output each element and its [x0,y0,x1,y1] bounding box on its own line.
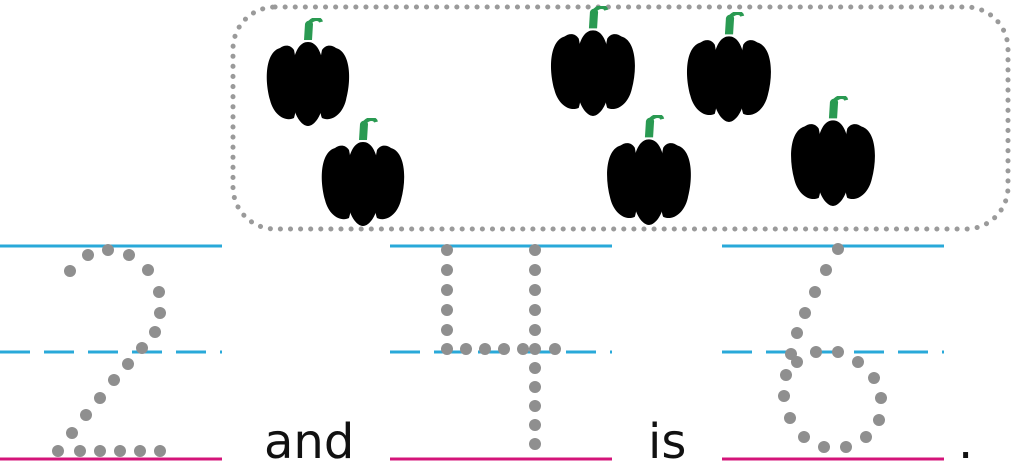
trace-dot [441,343,453,355]
trace-dot [791,327,803,339]
trace-dot [818,441,830,453]
trace-dot [832,346,844,358]
trace-dot [529,400,541,412]
trace-dot [136,342,148,354]
word-and: and [264,414,354,467]
orange-pepper-icon [607,116,691,225]
trace-dot [114,445,126,457]
trace-dot [852,356,864,368]
orange-pepper-icon [687,13,771,122]
trace-dot [784,412,796,424]
trace-dot [94,392,106,404]
trace-dot [529,343,541,355]
trace-dot [529,362,541,374]
trace-dot [549,343,561,355]
trace-dot [799,307,811,319]
trace-dot [142,264,154,276]
trace-dot [123,249,135,261]
trace-dot [80,409,92,421]
trace-dot [108,374,120,386]
trace-dot [778,390,790,402]
trace-dot [529,264,541,276]
orange-pepper-icon [551,7,635,116]
trace-dot [810,346,822,358]
trace-dot [868,372,880,384]
group-outline [230,4,1011,232]
trace-dot [66,427,78,439]
writing-blank-1 [0,244,222,461]
trace-dot [441,284,453,296]
trace-dot [820,264,832,276]
trace-dot [82,249,94,261]
trace-digit-4[interactable] [441,244,561,450]
trace-dot [154,445,166,457]
green-pepper-icon [264,18,352,128]
trace-dot [122,358,134,370]
trace-dot [529,419,541,431]
trace-dot [832,243,844,255]
orange-pepper-icon [791,97,875,206]
green-pepper-icon [319,118,407,228]
trace-dot [134,445,146,457]
green-peppers [264,18,407,228]
trace-dot [153,286,165,298]
trace-dot [149,326,161,338]
trace-dot [64,265,76,277]
trace-dot [529,284,541,296]
trace-dot [498,343,510,355]
trace-dot [154,307,166,319]
trace-dot [791,356,803,368]
trace-dot [875,392,887,404]
trace-dot [529,244,541,256]
trace-dot [798,431,810,443]
trace-dot [809,286,821,298]
trace-dot [460,343,472,355]
trace-digit-2[interactable] [52,244,166,457]
trace-dot [441,304,453,316]
trace-dot [529,438,541,450]
trace-dot [441,324,453,336]
trace-dot [441,244,453,256]
end-period: . [958,414,973,467]
trace-dot [529,381,541,393]
trace-dot [479,343,491,355]
trace-dot [529,324,541,336]
trace-dot [873,414,885,426]
trace-dot [102,244,114,256]
trace-dot [94,445,106,457]
word-is: is [648,414,686,467]
trace-dot [74,445,86,457]
trace-dot [52,445,64,457]
trace-dot [529,304,541,316]
trace-dot [780,369,792,381]
trace-dot [517,343,529,355]
trace-digit-6[interactable] [778,243,887,453]
orange-peppers [551,7,875,225]
trace-dot [860,431,872,443]
trace-dot [441,264,453,276]
trace-dot [840,441,852,453]
